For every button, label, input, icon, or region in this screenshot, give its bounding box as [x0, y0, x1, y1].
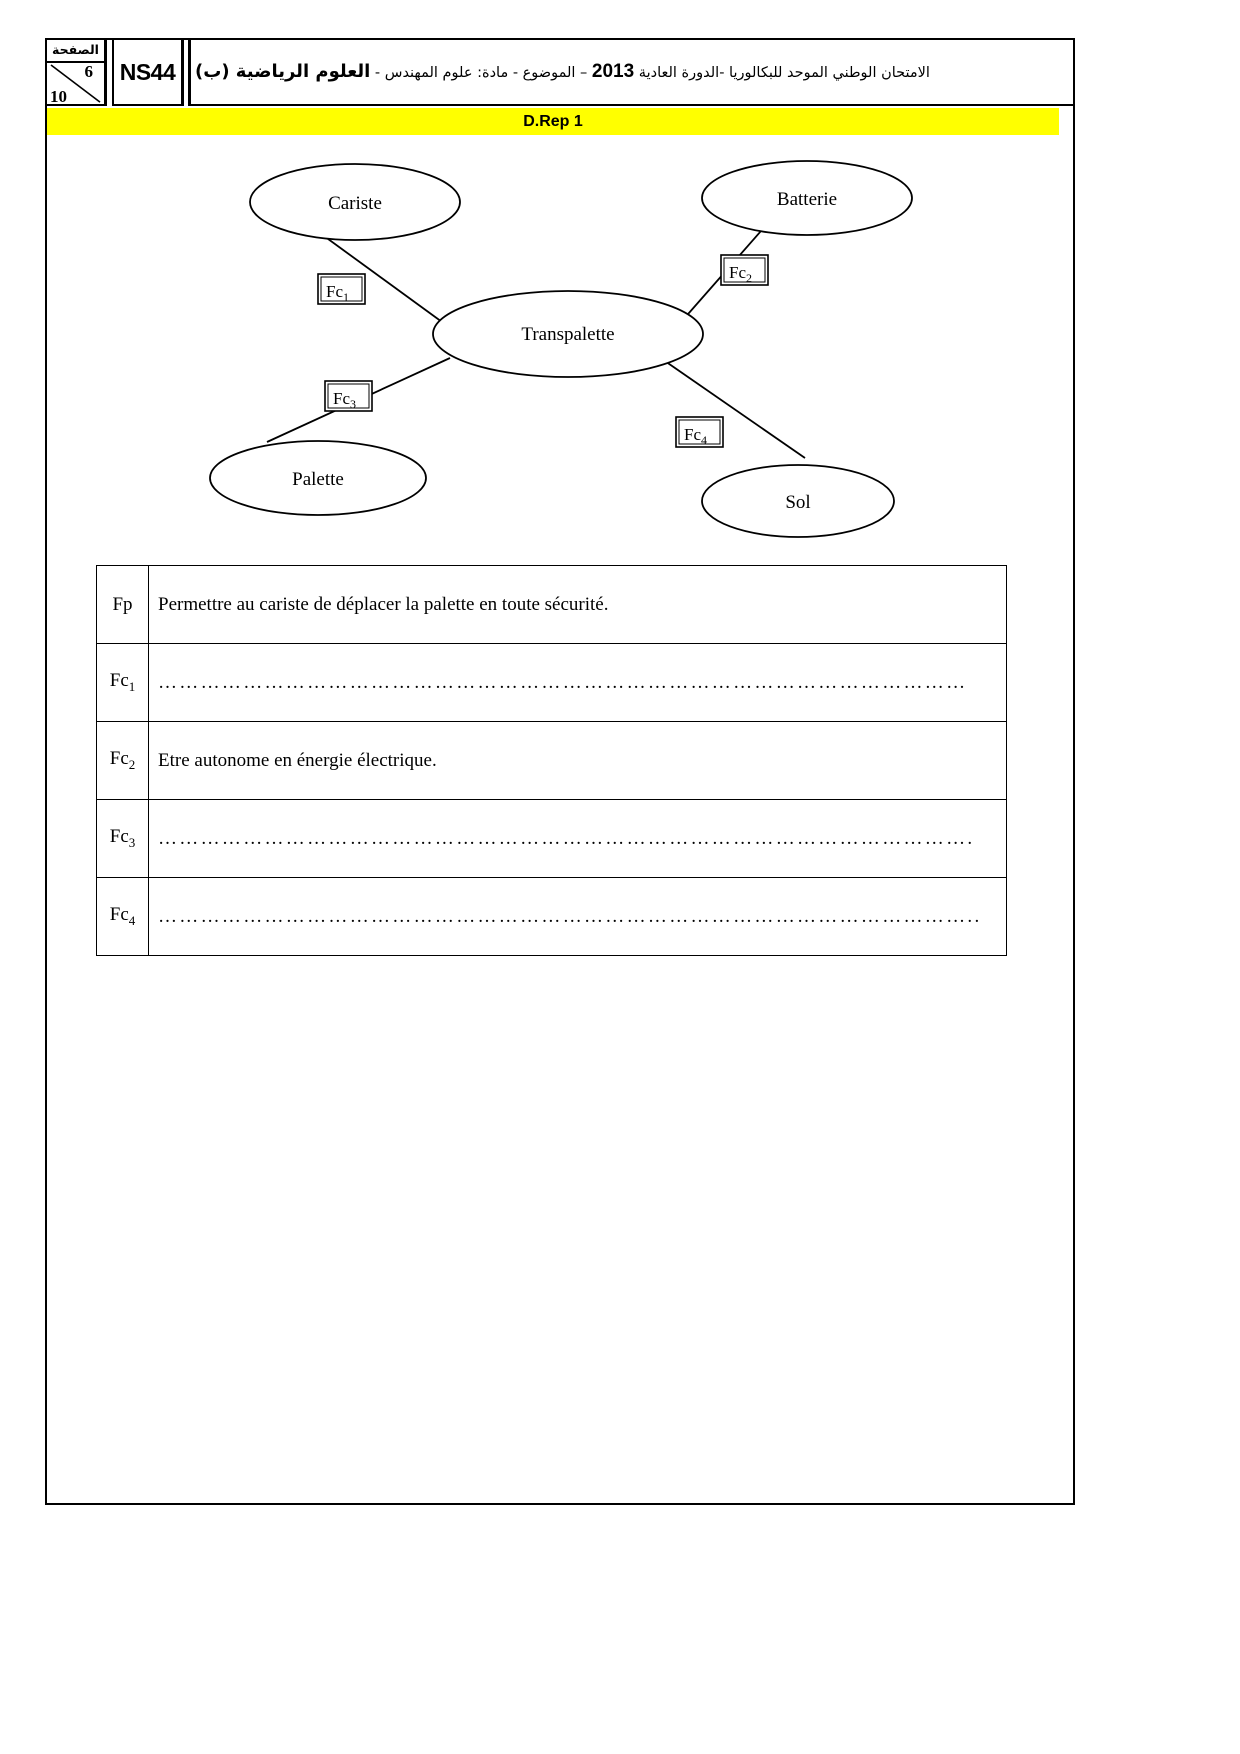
node-label-palette: Palette — [292, 469, 344, 490]
row-key-fc4: Fc4 — [96, 877, 149, 956]
ellipse-sol — [701, 464, 895, 538]
node-batterie: Batterie — [701, 160, 913, 236]
pieuvre-diagram: Cariste Batterie Transpalette Palette So… — [45, 140, 1075, 550]
link-label-fc3: Fc3 — [324, 380, 373, 412]
link-label-fc1: Fc1 — [317, 273, 366, 305]
pieuvre-svg: Cariste Batterie Transpalette Palette So… — [209, 160, 913, 538]
document-header: الصفحة 6 10 NS44 الامتحان الوطني الموحد … — [45, 38, 1075, 106]
exam-year: 2013 — [591, 60, 635, 82]
row-value-fp: Permettre au cariste de déplacer la pale… — [148, 565, 1007, 644]
ellipse-batterie — [701, 160, 913, 236]
key-sub: 4 — [128, 912, 136, 928]
row-key-fc1: Fc1 — [96, 643, 149, 722]
key-base: Fc — [109, 904, 129, 926]
ellipse-cariste — [249, 163, 461, 241]
dotted-answer-line: …………………………………………………………………………………………………….. — [158, 905, 982, 927]
page-total: 10 — [50, 87, 67, 104]
page-fraction: 6 10 — [47, 61, 104, 104]
key-sub: 2 — [128, 756, 136, 772]
node-palette: Palette — [209, 440, 427, 516]
node-label-transpalette: Transpalette — [521, 324, 614, 345]
row-value-fc3-answer-field[interactable]: ……………………………………………………………………………………………………. — [148, 799, 1007, 878]
table-row: Fc1 ………………………………………………………………………………………………… — [96, 643, 1007, 722]
node-transpalette: Transpalette — [432, 290, 704, 378]
node-label-batterie: Batterie — [777, 189, 837, 210]
exam-subject: العلوم الرياضية (ب) — [195, 60, 371, 82]
node-cariste: Cariste — [249, 163, 461, 241]
ellipse-transpalette — [432, 290, 704, 378]
page-current: 6 — [84, 62, 94, 81]
row-value-fc2: Etre autonome en énergie électrique. — [148, 721, 1007, 800]
row-value-fc4-answer-field[interactable]: …………………………………………………………………………………………………….. — [148, 877, 1007, 956]
table-row: Fp Permettre au cariste de déplacer la p… — [96, 565, 1007, 644]
row-key-fc3: Fc3 — [96, 799, 149, 878]
page-label-arabic: الصفحة — [47, 40, 104, 63]
row-key-fp: Fp — [96, 565, 149, 644]
functions-table: Fp Permettre au cariste de déplacer la p… — [96, 565, 1007, 956]
answer-sheet-banner: D.Rep 1 — [47, 108, 1059, 135]
link-label-fc2: Fc2 — [720, 254, 769, 286]
ellipse-palette — [209, 440, 427, 516]
exam-code: NS44 — [112, 38, 184, 106]
table-row: Fc4 ………………………………………………………………………………………………… — [96, 877, 1007, 956]
table-row: Fc3 ………………………………………………………………………………………………… — [96, 799, 1007, 878]
row-key-fc2: Fc2 — [96, 721, 149, 800]
exam-title-part1: الامتحان الوطني الموحد للبكالوريا -الدور… — [638, 64, 930, 81]
fc2-text: Fc2 — [729, 263, 752, 285]
key-base: Fc — [109, 670, 129, 692]
page-number-box: الصفحة 6 10 — [45, 38, 107, 106]
dotted-answer-line: …………………………………………………………………………………………………… — [158, 671, 968, 693]
fc4-text: Fc4 — [684, 425, 707, 447]
row-value-fc1-answer-field[interactable]: …………………………………………………………………………………………………… — [148, 643, 1007, 722]
functions-table-body: Fp Permettre au cariste de déplacer la p… — [96, 565, 1007, 956]
node-label-sol: Sol — [785, 492, 810, 513]
node-label-cariste: Cariste — [328, 193, 382, 214]
key-base: Fp — [112, 593, 133, 615]
link-label-fc4: Fc4 — [675, 416, 724, 448]
fraction-slash-icon — [50, 64, 101, 103]
exam-title-box: الامتحان الوطني الموحد للبكالوريا -الدور… — [188, 38, 1075, 106]
exam-title-part2: – الموضوع - مادة: علوم المهندس - — [374, 64, 588, 81]
fc1-text: Fc1 — [326, 282, 349, 304]
table-row: Fc2 Etre autonome en énergie électrique. — [96, 721, 1007, 800]
line-fc4 — [661, 358, 806, 459]
exam-title-arabic: الامتحان الوطني الموحد للبكالوريا -الدور… — [195, 60, 930, 83]
key-sub: 1 — [128, 678, 136, 694]
dotted-answer-line: ……………………………………………………………………………………………………. — [158, 827, 975, 849]
fc3-text: Fc3 — [333, 389, 356, 411]
node-sol: Sol — [701, 464, 895, 538]
key-sub: 3 — [128, 834, 136, 850]
key-base: Fc — [109, 826, 129, 848]
key-base: Fc — [109, 748, 129, 770]
